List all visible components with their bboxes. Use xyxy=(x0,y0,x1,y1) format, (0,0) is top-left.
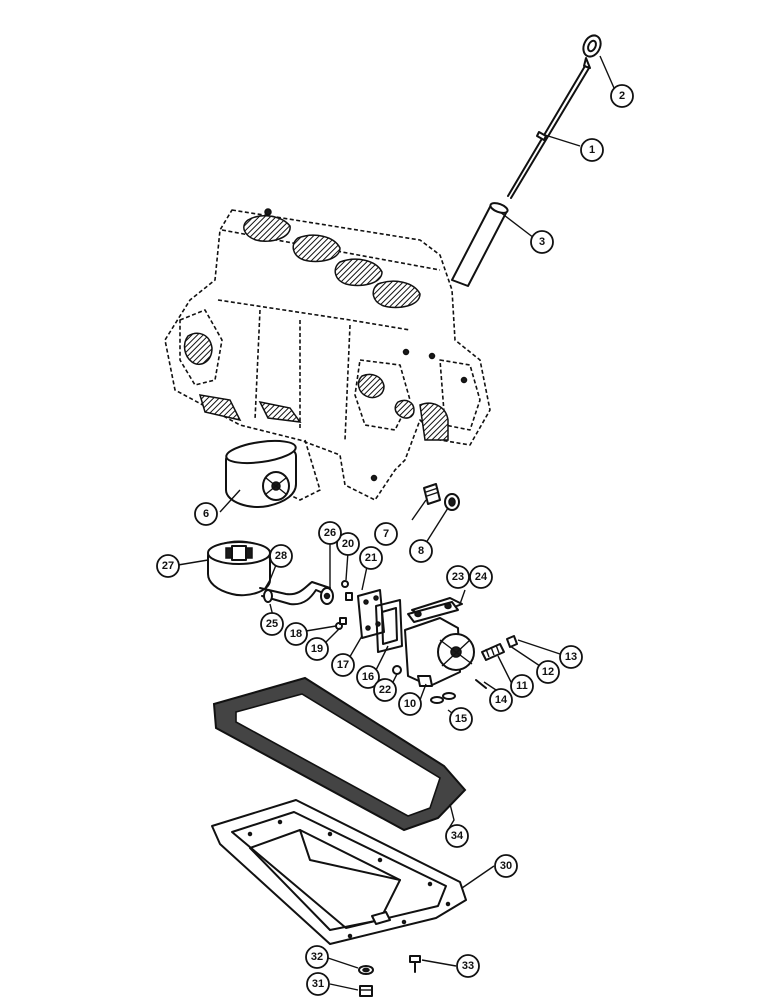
callout-2: 2 xyxy=(610,84,634,108)
svg-text:18: 18 xyxy=(290,628,302,640)
pipe-fitting xyxy=(423,483,441,505)
svg-text:3: 3 xyxy=(539,236,545,248)
callout-19: 19 xyxy=(305,637,329,661)
svg-text:33: 33 xyxy=(462,960,474,972)
pump-gasket xyxy=(375,599,403,653)
pump-flange-gasket xyxy=(407,601,459,623)
callout-7: 7 xyxy=(374,522,398,546)
svg-text:28: 28 xyxy=(275,550,287,562)
svg-text:10: 10 xyxy=(404,698,416,710)
callout-24: 24 xyxy=(469,565,493,589)
svg-text:12: 12 xyxy=(542,666,554,678)
callout-13: 13 xyxy=(559,645,583,669)
fitting-nut xyxy=(444,493,460,511)
callout-26: 26 xyxy=(318,521,342,545)
svg-text:25: 25 xyxy=(266,618,278,630)
callout-25: 25 xyxy=(260,612,284,636)
svg-text:23: 23 xyxy=(452,571,464,583)
callout-1: 1 xyxy=(580,138,604,162)
svg-text:14: 14 xyxy=(495,694,508,706)
callout-3: 3 xyxy=(530,230,554,254)
svg-text:21: 21 xyxy=(365,552,377,564)
callout-15: 15 xyxy=(449,707,473,731)
svg-text:20: 20 xyxy=(342,538,354,550)
callout-23: 23 xyxy=(446,565,470,589)
callout-28: 28 xyxy=(269,544,293,568)
callout-12: 12 xyxy=(536,660,560,684)
drain-plug xyxy=(359,985,373,997)
callout-14: 14 xyxy=(489,688,513,712)
svg-text:13: 13 xyxy=(565,651,577,663)
callout-8: 8 xyxy=(409,539,433,563)
svg-text:2: 2 xyxy=(619,90,625,102)
oil-pickup-tube xyxy=(259,581,334,606)
callout-34: 34 xyxy=(445,824,469,848)
callout-27: 27 xyxy=(156,554,180,578)
svg-text:16: 16 xyxy=(362,671,374,683)
small-hardware xyxy=(335,580,402,675)
dipstick xyxy=(507,34,602,199)
oil-pan-gasket xyxy=(212,676,467,832)
pan-bolt xyxy=(409,955,421,973)
o-rings xyxy=(430,692,456,704)
callout-20: 20 xyxy=(336,532,360,556)
svg-text:34: 34 xyxy=(451,830,464,842)
callout-22: 22 xyxy=(373,678,397,702)
svg-text:30: 30 xyxy=(500,860,512,872)
svg-text:27: 27 xyxy=(162,560,174,572)
callout-10: 10 xyxy=(398,692,422,716)
relief-valve-parts xyxy=(475,635,518,689)
oil-pump xyxy=(404,597,475,687)
svg-text:15: 15 xyxy=(455,713,467,725)
callout-33: 33 xyxy=(456,954,480,978)
svg-text:6: 6 xyxy=(203,508,209,520)
callout-30: 30 xyxy=(494,854,518,878)
svg-text:24: 24 xyxy=(475,571,488,583)
pump-cover xyxy=(357,589,385,639)
svg-text:19: 19 xyxy=(311,643,323,655)
svg-text:17: 17 xyxy=(337,659,349,671)
oil-pan xyxy=(211,799,467,945)
dipstick-tube xyxy=(451,202,509,287)
oil-filter xyxy=(225,439,297,508)
svg-text:7: 7 xyxy=(383,528,389,540)
svg-text:32: 32 xyxy=(311,951,323,963)
svg-text:1: 1 xyxy=(589,144,595,156)
callout-31: 31 xyxy=(306,972,330,996)
oil-pump-screen xyxy=(207,540,271,597)
callout-17: 17 xyxy=(331,653,355,677)
svg-text:11: 11 xyxy=(516,680,528,692)
drain-plug-washer xyxy=(358,965,374,975)
callout-21: 21 xyxy=(359,546,383,570)
engine-block xyxy=(164,208,491,501)
callout-18: 18 xyxy=(284,622,308,646)
callout-16: 16 xyxy=(356,665,380,689)
svg-text:26: 26 xyxy=(324,527,336,539)
callout-11: 11 xyxy=(510,674,534,698)
callout-32: 32 xyxy=(305,945,329,969)
svg-text:22: 22 xyxy=(379,684,391,696)
callout-6: 6 xyxy=(194,502,218,526)
svg-text:8: 8 xyxy=(418,545,424,557)
svg-text:31: 31 xyxy=(312,978,324,990)
